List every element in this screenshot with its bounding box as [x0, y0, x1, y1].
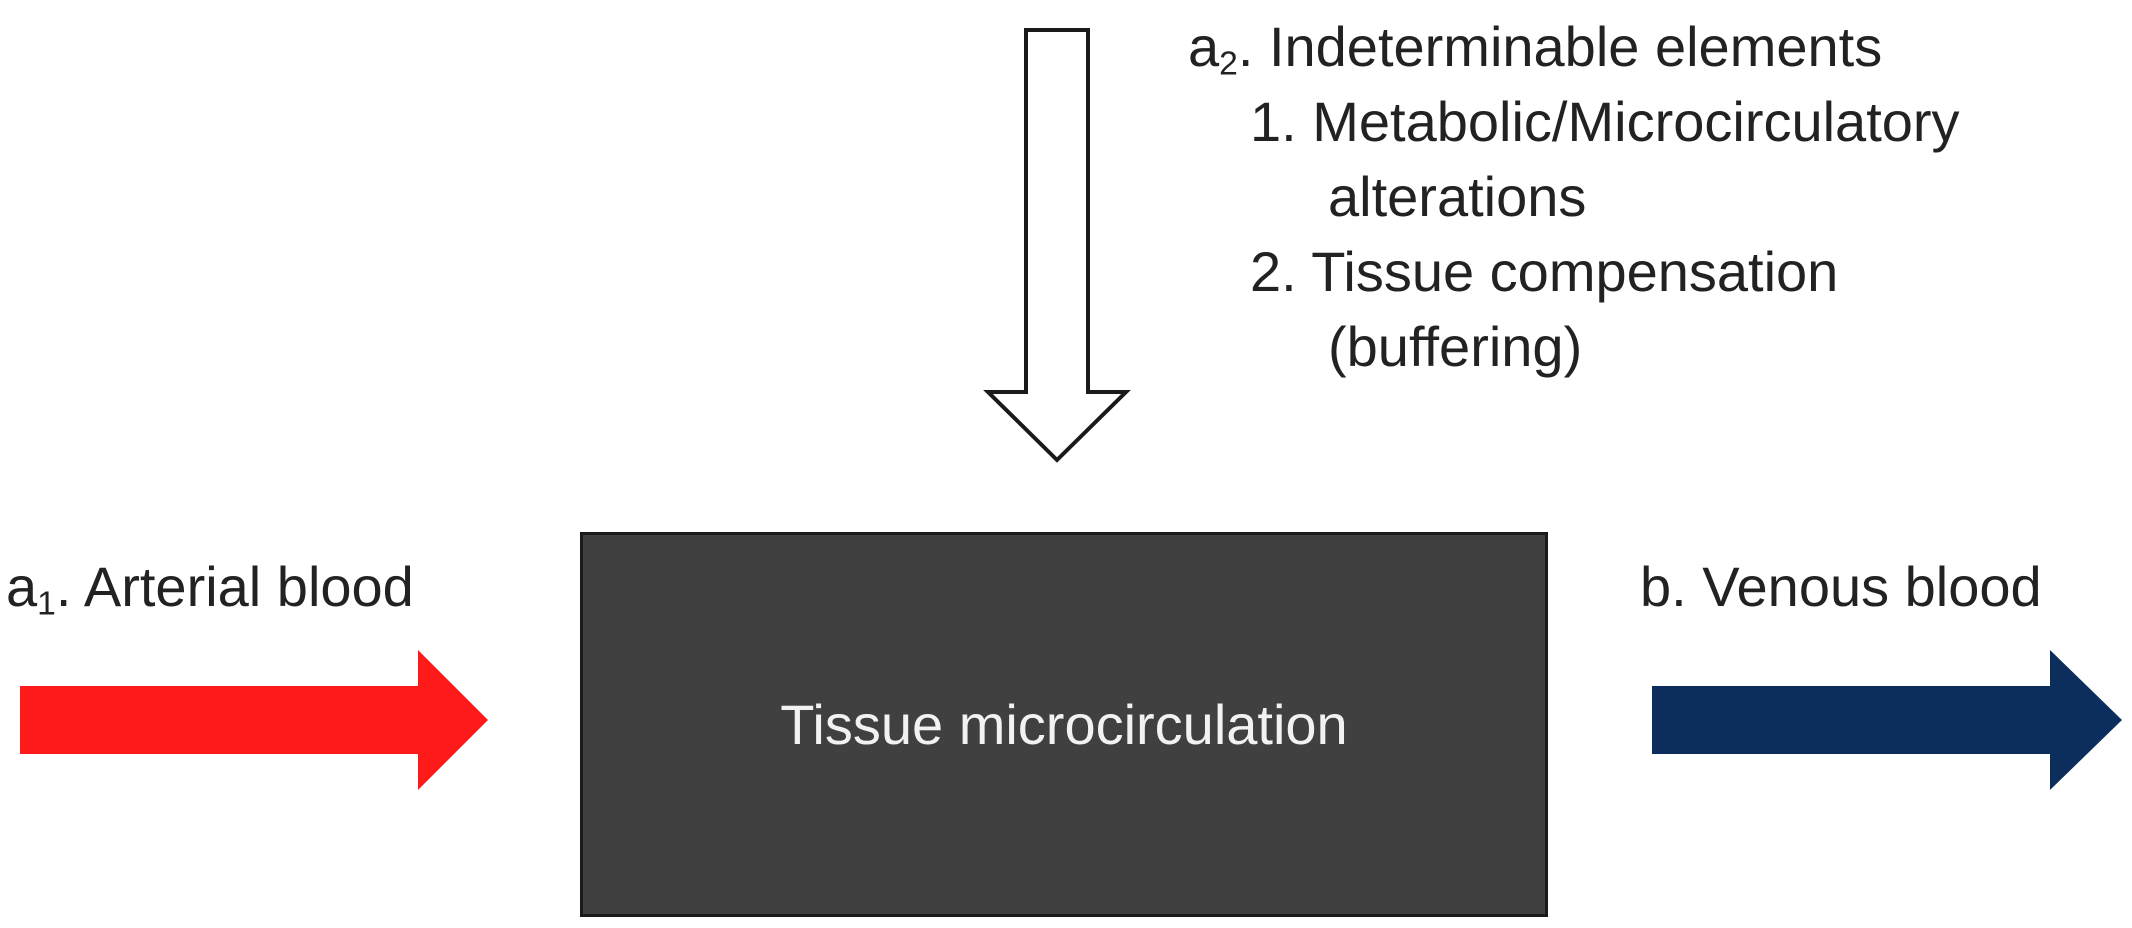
arterial-blood-label: a1. Arterial blood: [6, 555, 414, 623]
item-2-line-2: (buffering): [1328, 315, 1583, 378]
indeterminable-elements-annotation: a2. Indeterminable elements 1. Metabolic…: [1188, 12, 1960, 387]
item-2-line-1: 2. Tissue compensation: [1250, 240, 1839, 303]
venous-blood-label: b. Venous blood: [1640, 555, 2042, 618]
item-1-line-2: alterations: [1328, 165, 1587, 228]
indeterminable-elements-title: a2. Indeterminable elements: [1188, 15, 1883, 83]
tissue-microcirculation-box: Tissue microcirculation: [580, 532, 1548, 917]
item-1-line-1: 1. Metabolic/Microcirculatory: [1250, 90, 1960, 153]
tissue-microcirculation-label: Tissue microcirculation: [780, 693, 1348, 756]
